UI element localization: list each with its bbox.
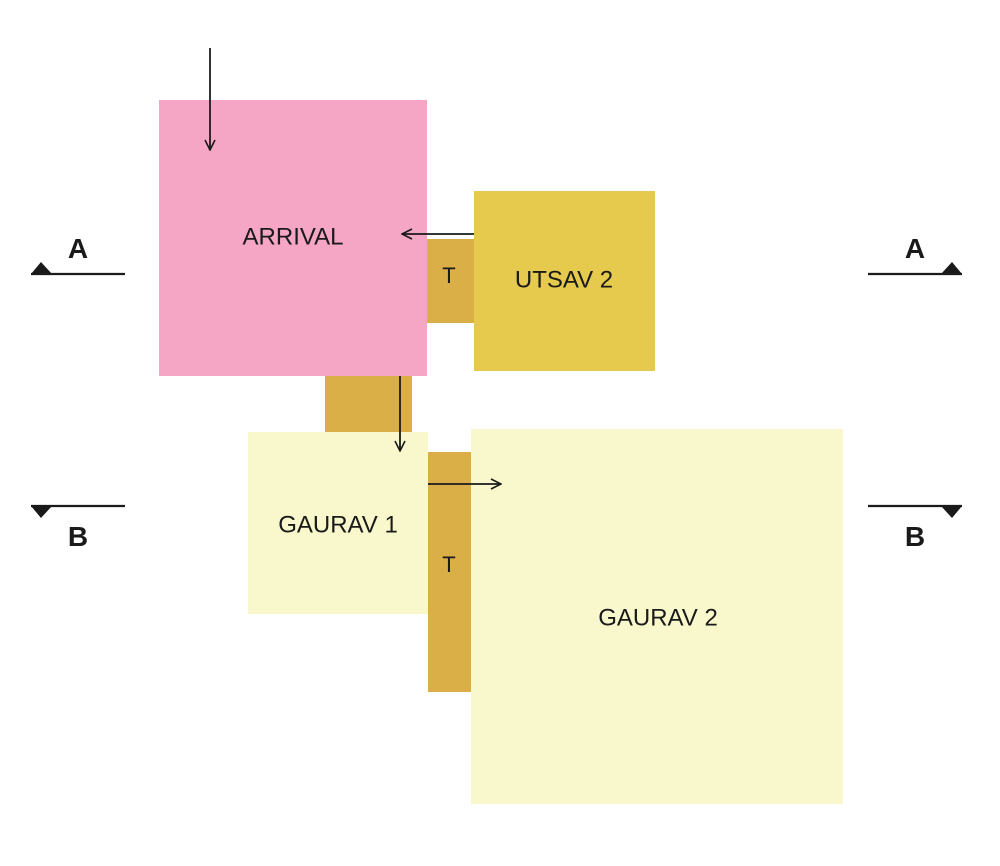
- section-marker-triangle-icon: [31, 506, 52, 518]
- section-marker-triangle-icon: [941, 262, 962, 274]
- section-marker-a-right: A: [868, 233, 962, 276]
- section-letter-b-right: B: [905, 521, 925, 552]
- room-utsav-2: [474, 191, 655, 371]
- transition-arrival-utsav: [427, 239, 474, 323]
- label-utsav-2: UTSAV 2: [515, 266, 613, 293]
- connector-arrival-gaurav1: [325, 376, 412, 432]
- section-marker-b-right: B: [868, 504, 962, 552]
- room-gaurav-1: [248, 432, 428, 614]
- transition-gaurav1-gaurav2: [428, 452, 471, 692]
- room-arrival: [159, 100, 427, 376]
- section-marker-triangle-icon: [31, 262, 52, 274]
- section-marker-b-left: B: [31, 504, 125, 552]
- section-marker-triangle-icon: [941, 506, 962, 518]
- section-marker-a-left: A: [31, 233, 125, 276]
- section-letter-a-left: A: [68, 233, 88, 264]
- label-transition-1: T: [442, 263, 455, 288]
- label-gaurav-1: GAURAV 1: [278, 511, 398, 538]
- label-arrival: ARRIVAL: [243, 223, 344, 250]
- section-letter-b-left: B: [68, 521, 88, 552]
- label-transition-2: T: [442, 552, 455, 577]
- room-gaurav-2: [471, 429, 843, 804]
- label-gaurav-2: GAURAV 2: [598, 604, 718, 631]
- section-letter-a-right: A: [905, 233, 925, 264]
